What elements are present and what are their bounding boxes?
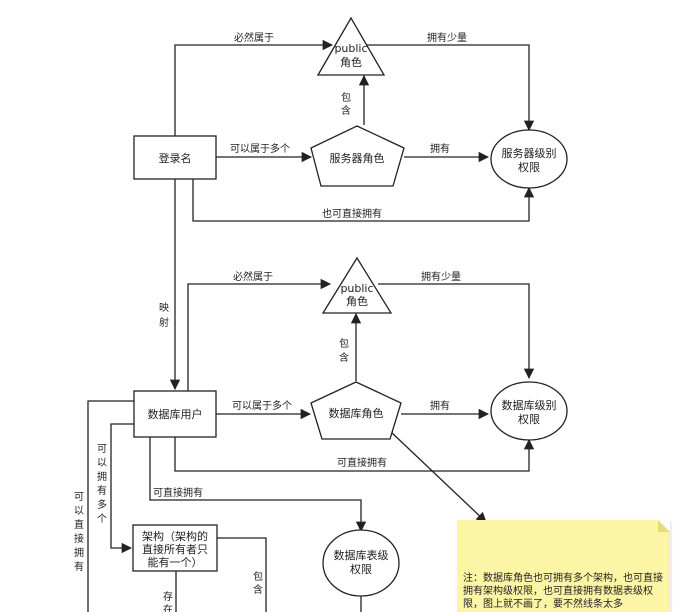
edge-label-contain-top-2: 含 — [341, 104, 351, 117]
label-schema-3: 能有一个） — [148, 555, 203, 569]
edge-db-user-to-table-perm — [149, 437, 367, 533]
node-db-user — [133, 390, 217, 438]
edge-label-can-belong-many-mid: 可以属于多个 — [232, 399, 292, 412]
edge-label-can-direct-own-left-1: 可 — [74, 492, 84, 503]
node-server-perm — [490, 129, 568, 189]
label-server-perm-2: 权限 — [518, 161, 540, 174]
edge-login-to-public-top — [174, 39, 334, 136]
edge-label-must-belong-mid: 必然属于 — [233, 270, 273, 283]
edge-db-user-to-db-perm — [174, 437, 535, 472]
note-text: 注：数据库角色也可拥有多个架构，也可直接拥有架构级权限，也可直接拥有数据表级权限… — [463, 573, 663, 610]
edge-label-can-direct-own-table: 可直接拥有 — [153, 486, 203, 499]
edge-label-store-1: 存 — [163, 590, 173, 603]
label-public-mid-2: 角色 — [346, 294, 368, 308]
label-table-perm-2: 权限 — [350, 563, 372, 576]
edge-label-store-2: 在 — [163, 604, 173, 612]
edge-label-can-direct-own-left-3: 直 — [74, 518, 84, 531]
label-server-perm-1: 服务器级别 — [502, 147, 557, 160]
edge-label-can-own-many-5: 多 — [97, 498, 107, 511]
label-db-perm-1: 数据库级别 — [502, 398, 557, 412]
label-server-role: 服务器角色 — [330, 151, 385, 165]
node-server-role — [310, 125, 405, 187]
edge-db-user-to-schema — [110, 423, 134, 554]
edge-label-contain-partial-2: 含 — [253, 583, 263, 596]
edge-label-can-own-many-4: 有 — [97, 484, 107, 497]
label-db-user: 数据库用户 — [148, 407, 203, 421]
node-login-name — [133, 135, 217, 180]
edge-label-contain-partial-1: 包 — [253, 570, 263, 583]
note-fold-corner — [658, 520, 670, 532]
edge-label-can-belong-many-top: 可以属于多个 — [230, 142, 290, 155]
label-public-top-1: public — [334, 42, 367, 55]
edge-label-can-direct-own-top: 也可直接拥有 — [322, 207, 382, 220]
node-db-role — [310, 381, 402, 440]
edge-label-can-direct-own-left-6: 有 — [74, 560, 84, 573]
edge-label-can-direct-own-left-2: 以 — [74, 506, 84, 517]
label-db-perm-2: 权限 — [518, 413, 540, 426]
edge-label-own-top: 拥有 — [430, 142, 450, 155]
edge-label-can-own-many-2: 以 — [97, 458, 107, 469]
label-schema-1: 架构（架构的 — [142, 529, 208, 543]
node-table-perm — [322, 529, 400, 597]
edge-label-can-direct-own-left-4: 接 — [74, 532, 84, 545]
edge-label-must-belong-top: 必然属于 — [234, 31, 274, 44]
edge-db-user-to-public-mid — [187, 278, 332, 391]
edge-label-can-own-many-1: 可 — [97, 444, 107, 455]
edge-label-own-mid: 拥有 — [430, 399, 450, 412]
annotation-note: 注：数据库角色也可拥有多个架构，也可直接拥有架构级权限，也可直接拥有数据表级权限… — [457, 520, 670, 612]
edge-public-top-to-server-perm — [367, 44, 535, 132]
label-login-name: 登录名 — [159, 151, 192, 165]
edge-public-mid-to-db-perm — [378, 283, 535, 380]
node-public-top — [316, 16, 386, 76]
label-public-mid-1: public — [340, 282, 373, 295]
edge-label-own-little-mid: 拥有少量 — [421, 270, 461, 283]
edge-label-can-own-many-3: 拥 — [97, 470, 107, 483]
label-table-perm-1: 数据库表级 — [334, 548, 389, 562]
edge-label-can-direct-own-left-5: 拥 — [74, 546, 84, 559]
edge-schema-contain — [217, 537, 267, 612]
edge-login-to-server-perm — [192, 179, 535, 222]
node-db-perm — [490, 381, 568, 441]
edge-label-contain-mid-2: 含 — [339, 351, 349, 364]
edge-label-can-direct-own-mid: 可直接拥有 — [337, 456, 387, 469]
label-public-top-2: 角色 — [340, 55, 362, 69]
label-schema-2: 直接所有者只 — [142, 542, 208, 556]
edge-label-map-2: 射 — [159, 317, 169, 329]
edge-label-contain-top-1: 包 — [341, 91, 351, 104]
edge-label-map-1: 映 — [159, 302, 169, 314]
node-public-mid — [321, 256, 393, 314]
edge-db-user-left-down — [87, 400, 134, 612]
label-db-role: 数据库角色 — [329, 406, 384, 420]
edge-label-contain-mid-1: 包 — [339, 337, 349, 350]
node-schema — [132, 524, 218, 572]
edge-db-role-to-note — [389, 430, 487, 523]
edge-label-own-little-top: 拥有少量 — [427, 31, 467, 44]
edge-label-can-own-many-6: 个 — [97, 513, 107, 525]
